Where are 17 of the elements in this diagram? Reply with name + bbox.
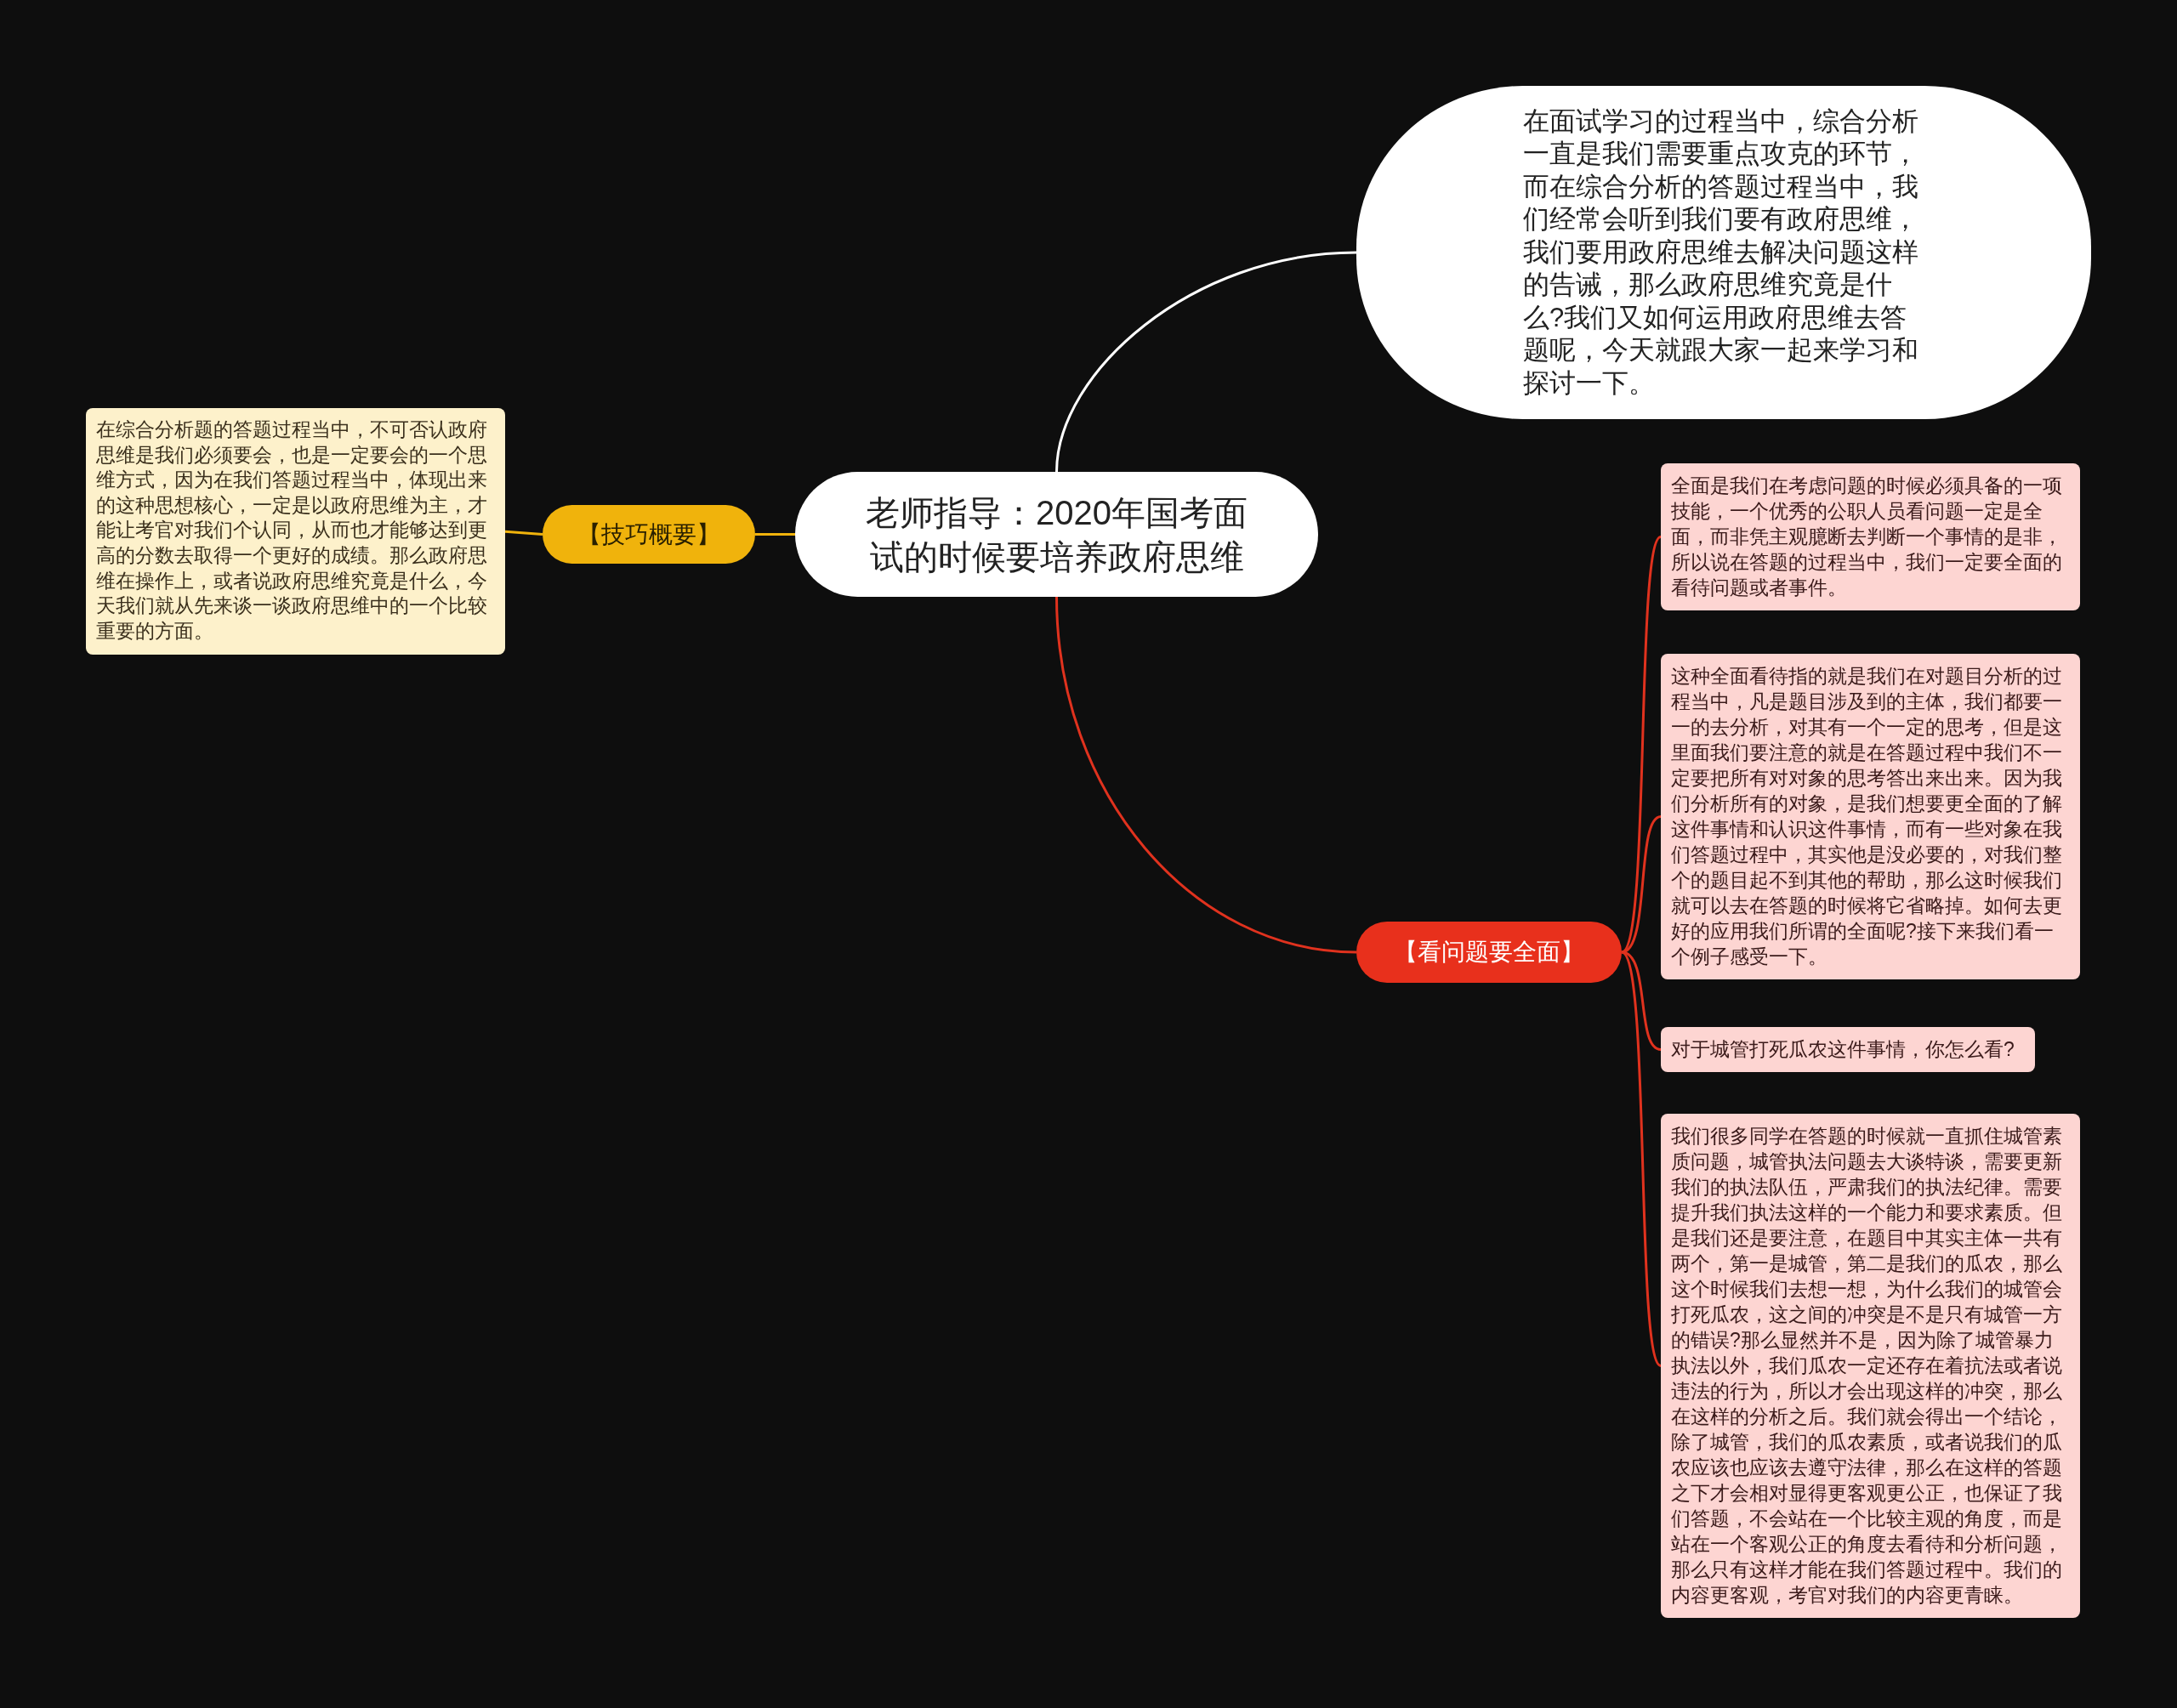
note-paragraph: 对于城管打死瓜农这件事情，你怎么看?: [1671, 1037, 2015, 1062]
connector-line: [504, 530, 543, 536]
note-card: [1661, 463, 2080, 610]
connector-line: [1620, 951, 1663, 1367]
note-card: [1661, 1027, 2035, 1072]
connector-line: [755, 533, 795, 536]
intro-paragraph: 在面试学习的过程当中，综合分析一直是我们需要重点攻克的环节，而在综合分析的答题过程当中，我们经常会听到我们要有政府思维，我们要用政府思维去解决问题这样的告诫，那么政府思维究竟是什么?我们又如何运用政府思维去答题呢，今天就跟大家一起来学习和探讨一下。: [1523, 105, 1919, 400]
connector-line: [1621, 815, 1662, 954]
connector-line: [1055, 251, 1357, 473]
branch-title: 【技巧概要】: [577, 519, 721, 549]
note-paragraph: 全面是我们在考虑问题的时候必须具备的一项技能，一个优秀的公职人员看问题一定是全面，而非凭主观臆断去判断一个事情的是非，所以说在答题的过程当中，我们一定要全面的看待问题或者事件。: [1671, 474, 2063, 600]
branch-title: 【看问题要全面】: [1393, 938, 1585, 967]
connector-line: [1055, 596, 1357, 954]
note-paragraph: 这种全面看待指的就是我们在对题目分析的过程当中，凡是题目涉及到的主体，我们都要一一的去分析，对其有一个一定的思考，但是这里面我们要注意的就是在答题过程中我们不一定要把所有对对象的思考答出来出来。因为我们分析所有的对象，是我们想要更全面的了解这件事情和认识这件事情，而有一些对象在我们答题过程中，其实他是没必要的，对我们整个的题目起不到其他的帮助，那么这时候我们就可以去在答题的时候将它省略掉。如何去更好的应用我们所谓的全面呢?接下来我们看一个例子感受一下。: [1671, 664, 2063, 969]
note-paragraph: 我们很多同学在答题的时候就一直抓住城管素质问题，城管执法问题去大谈特谈，需要更新我们的执法队伍，严肃我们的执法纪律。需要提升我们执法这样的一个能力和要求素质。但是我们还是要注意，在题目中其实主体一共有两个，第一是城管，第二是我们的瓜农，那么这个时候我们去想一想，为什么我们的城管会打死瓜农，这之间的冲突是不是只有城管一方的错误?那么显然并不是，因为除了城管暴力执法以外，我们瓜农一定还存在着抗法或者说违法的行为，所以才会出现这样的冲突，那么在这样的分析之后。我们就会得出一个结论，除了城管，我们的瓜农素质，或者说我们的瓜农应该也应该去遵守法律，那么在这样的答题之下才会相对显得更客观更公正，也保证了我们答题，不会站在一个比较主观的角度，而是站在一个客观公正的角度去看待和分析问题，那么只有这样才能在我们答题过程中。我们的内容更客观，考官对我们的内容更青睐。: [1671, 1124, 2063, 1608]
topic-title: 老师指导：2020年国考面试的时候要培养政府思维: [865, 492, 1248, 577]
note-paragraph: 在综合分析题的答题过程当中，不可否认政府思维是我们必须要会，也是一定要会的一个思维方式，因为在我们答题过程当中，体现出来的这种思想核心，一定是以政府思维为主，才能让考官对我们个认同，从而也才能够达到更高的分数去取得一个更好的成绩。那么政府思维在操作上，或者说政府思维究竟是什么，今天我们就从先来谈一谈政府思维中的一个比较重要的方面。: [96, 417, 488, 644]
